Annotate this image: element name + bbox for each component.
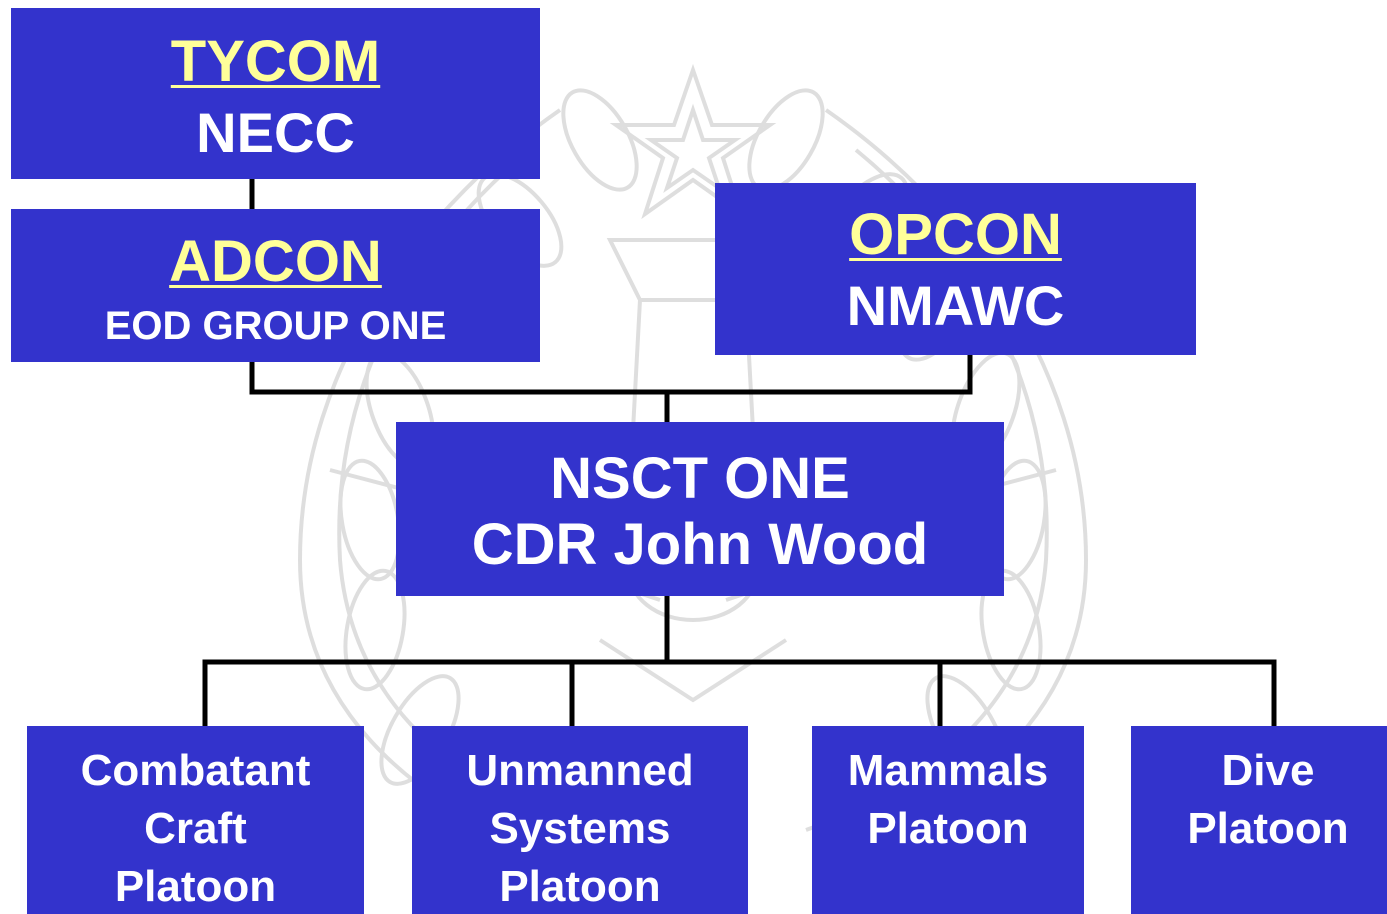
platoon-label-line: Platoon xyxy=(867,804,1029,853)
nsct-unit-name: NSCT ONE xyxy=(550,446,850,511)
platoon-label-line: Unmanned xyxy=(466,746,694,795)
platoon-label-line: Craft xyxy=(144,804,247,853)
platoon-label-line: Systems xyxy=(489,804,671,853)
platoon-label-line: Combatant xyxy=(80,746,311,795)
tycom-unit-label: NECC xyxy=(196,101,355,164)
tycom-box: TYCOM NECC xyxy=(11,8,540,179)
tycom-role-label: TYCOM xyxy=(170,29,381,94)
platoon-label-line: Platoon xyxy=(1187,804,1349,853)
adcon-box: ADCON EOD GROUP ONE xyxy=(11,209,540,362)
nsct-one-box: NSCT ONE CDR John Wood xyxy=(396,422,1004,596)
opcon-box: OPCON NMAWC xyxy=(715,183,1196,355)
mammals-platoon-box: Mammals Platoon xyxy=(812,726,1084,914)
platoon-label-line: Platoon xyxy=(114,862,277,911)
adcon-unit-label: EOD GROUP ONE xyxy=(104,304,447,348)
nsct-commander: CDR John Wood xyxy=(471,512,929,577)
opcon-role-label: OPCON xyxy=(849,202,1062,267)
platoon-label-line: Dive xyxy=(1221,746,1315,795)
unmanned-systems-platoon-box: Unmanned Systems Platoon xyxy=(412,726,748,914)
platoon-label-line: Mammals xyxy=(847,746,1049,795)
adcon-role-label: ADCON xyxy=(169,229,382,294)
platoon-label-line: Platoon xyxy=(499,862,661,911)
dive-platoon-box: Dive Platoon xyxy=(1131,726,1387,914)
combatant-craft-platoon-box: Combatant Craft Platoon xyxy=(27,726,364,914)
opcon-unit-label: NMAWC xyxy=(846,274,1065,337)
